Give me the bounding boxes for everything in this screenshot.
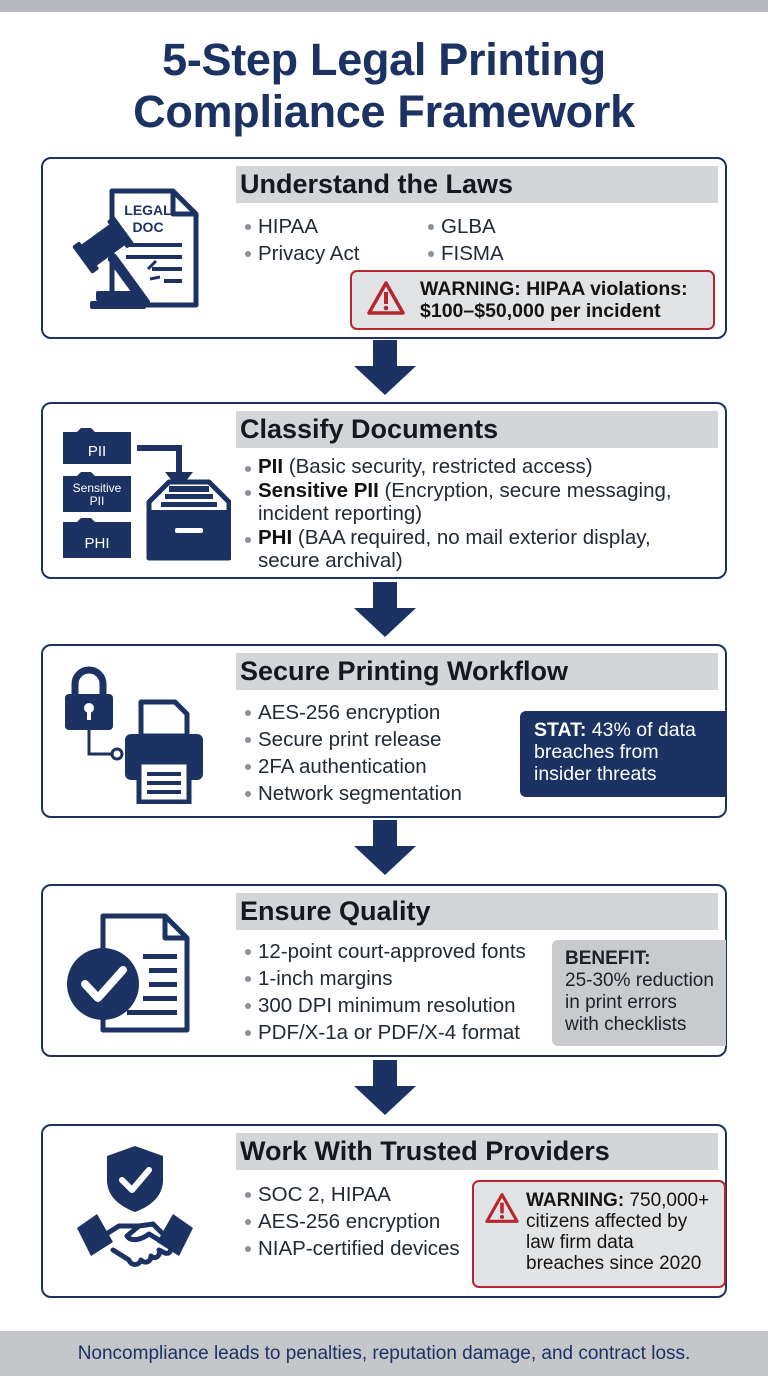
page-title-line-1: 5-Step Legal Printing xyxy=(162,34,606,85)
stat-line-2: breaches from xyxy=(534,741,659,763)
insider-threat-stat-callout: STAT: 43% of data breaches from insider … xyxy=(520,711,726,797)
step-1-understand-laws: LEGAL DOC Understand the Laws HIPAA Priv… xyxy=(41,157,727,339)
stat-line-1: STAT: 43% of data xyxy=(534,719,726,741)
quality-item: PDF/X-1a or PDF/X-4 format xyxy=(243,1019,526,1046)
classification-desc: (BAA required, no mail exterior display,… xyxy=(258,526,651,572)
step-2-heading: Classify Documents xyxy=(236,411,718,448)
folder-label-phi: PHI xyxy=(84,535,109,552)
step-3-heading: Secure Printing Workflow xyxy=(236,653,718,690)
secure-printing-list: AES-256 encryption Secure print release … xyxy=(243,699,462,807)
step-3-secure-printing: Secure Printing Workflow AES-256 encrypt… xyxy=(41,644,727,818)
secure-printing-item: 2FA authentication xyxy=(243,753,462,780)
padlock-printer-icon xyxy=(65,666,203,804)
benefit-label: BENEFIT: xyxy=(565,948,651,969)
step-1-heading: Understand the Laws xyxy=(236,166,718,203)
warning-label: WARNING: xyxy=(526,1190,625,1211)
folder-label-pii: PII xyxy=(88,443,106,460)
provider-item: NIAP-certified devices xyxy=(243,1235,460,1262)
benefit-callout: BENEFIT: 25-30% reduction in print error… xyxy=(552,940,726,1046)
shield-handshake-icon xyxy=(77,1146,193,1267)
warning-line-3: law firm data xyxy=(526,1232,634,1253)
step-5-trusted-providers: Work With Trusted Providers SOC 2, HIPAA… xyxy=(41,1124,727,1298)
quality-list: 12-point court-approved fonts 1-inch mar… xyxy=(243,938,526,1046)
hipaa-warning-callout: WARNING: HIPAA violations: $100–$50,000 … xyxy=(350,270,715,330)
step-4-heading: Ensure Quality xyxy=(236,893,718,930)
quality-item: 12-point court-approved fonts xyxy=(243,938,526,965)
secure-printing-item: AES-256 encryption xyxy=(243,699,462,726)
stat-line-1-text: 43% of data xyxy=(586,719,696,741)
classification-desc: (Encryption, secure messaging, incident … xyxy=(258,479,672,525)
benefit-line-2: in print errors xyxy=(565,992,677,1013)
classification-desc: (Basic security, restricted access) xyxy=(283,455,593,478)
law-item: FISMA xyxy=(426,240,504,267)
law-item: HIPAA xyxy=(243,213,359,240)
secure-printing-item: Network segmentation xyxy=(243,780,462,807)
top-bar xyxy=(0,0,768,12)
warning-triangle-icon xyxy=(367,281,405,315)
folder-label-sensitive: Sensitive xyxy=(73,481,122,495)
warning-line-1: WARNING: HIPAA violations: xyxy=(420,278,688,300)
law-item: GLBA xyxy=(426,213,504,240)
step-2-classify-documents: PII Sensitive PII PHI Classify Documents… xyxy=(41,402,727,579)
classification-term: PII xyxy=(258,455,284,478)
provider-item: SOC 2, HIPAA xyxy=(243,1181,460,1208)
page-title: 5-Step Legal Printing Compliance Framewo… xyxy=(0,34,768,138)
doc-label-legal: LEGAL xyxy=(124,202,172,218)
quality-item: 1-inch margins xyxy=(243,965,526,992)
flow-arrow-1 xyxy=(354,340,416,395)
flow-arrow-3 xyxy=(354,820,416,875)
checkmark-document-icon xyxy=(67,913,190,1033)
stat-label: STAT: xyxy=(534,719,587,741)
law-item: Privacy Act xyxy=(243,240,359,267)
flow-arrow-2 xyxy=(354,582,416,637)
benefit-line-1: 25-30% reduction xyxy=(565,970,714,991)
folder-label-sensitive-pii: PII xyxy=(90,494,105,508)
warning-line-2: citizens affected by xyxy=(526,1211,688,1232)
classification-list: PII (Basic security, restricted access) … xyxy=(243,455,713,573)
provider-list: SOC 2, HIPAA AES-256 encryption NIAP-cer… xyxy=(243,1181,460,1262)
classification-item: Sensitive PII (Encryption, secure messag… xyxy=(243,479,713,525)
benefit-line-3: with checklists xyxy=(565,1014,687,1035)
classification-term: PHI xyxy=(258,526,293,549)
law-firm-breach-warning-callout: WARNING: 750,000+ citizens affected by l… xyxy=(472,1180,726,1288)
warning-line-1: WARNING: 750,000+ xyxy=(526,1190,724,1211)
classification-item: PHI (BAA required, no mail exterior disp… xyxy=(243,526,713,572)
warning-line-4: breaches since 2020 xyxy=(526,1253,702,1274)
warning-triangle-icon xyxy=(485,1193,519,1223)
stat-line-3: insider threats xyxy=(534,763,657,785)
classification-item: PII (Basic security, restricted access) xyxy=(243,455,713,478)
quality-item: 300 DPI minimum resolution xyxy=(243,992,526,1019)
page-title-line-2: Compliance Framework xyxy=(133,86,635,137)
footer-banner: Noncompliance leads to penalties, reputa… xyxy=(0,1331,768,1376)
laws-column-1: HIPAA Privacy Act xyxy=(243,213,359,267)
step-5-heading: Work With Trusted Providers xyxy=(236,1133,718,1170)
doc-label-doc: DOC xyxy=(132,219,163,235)
warning-line-2: $100–$50,000 per incident xyxy=(420,300,661,322)
classification-term: Sensitive PII xyxy=(258,479,379,502)
secure-printing-item: Secure print release xyxy=(243,726,462,753)
step-4-ensure-quality: Ensure Quality 12-point court-approved f… xyxy=(41,884,727,1057)
flow-arrow-4 xyxy=(354,1060,416,1115)
gavel-document-icon: LEGAL DOC xyxy=(72,188,199,309)
folders-to-filing-cabinet-icon: PII Sensitive PII PHI xyxy=(63,428,231,561)
laws-column-2: GLBA FISMA xyxy=(426,213,504,267)
provider-item: AES-256 encryption xyxy=(243,1208,460,1235)
warning-line-1-text: 750,000+ xyxy=(624,1190,710,1211)
